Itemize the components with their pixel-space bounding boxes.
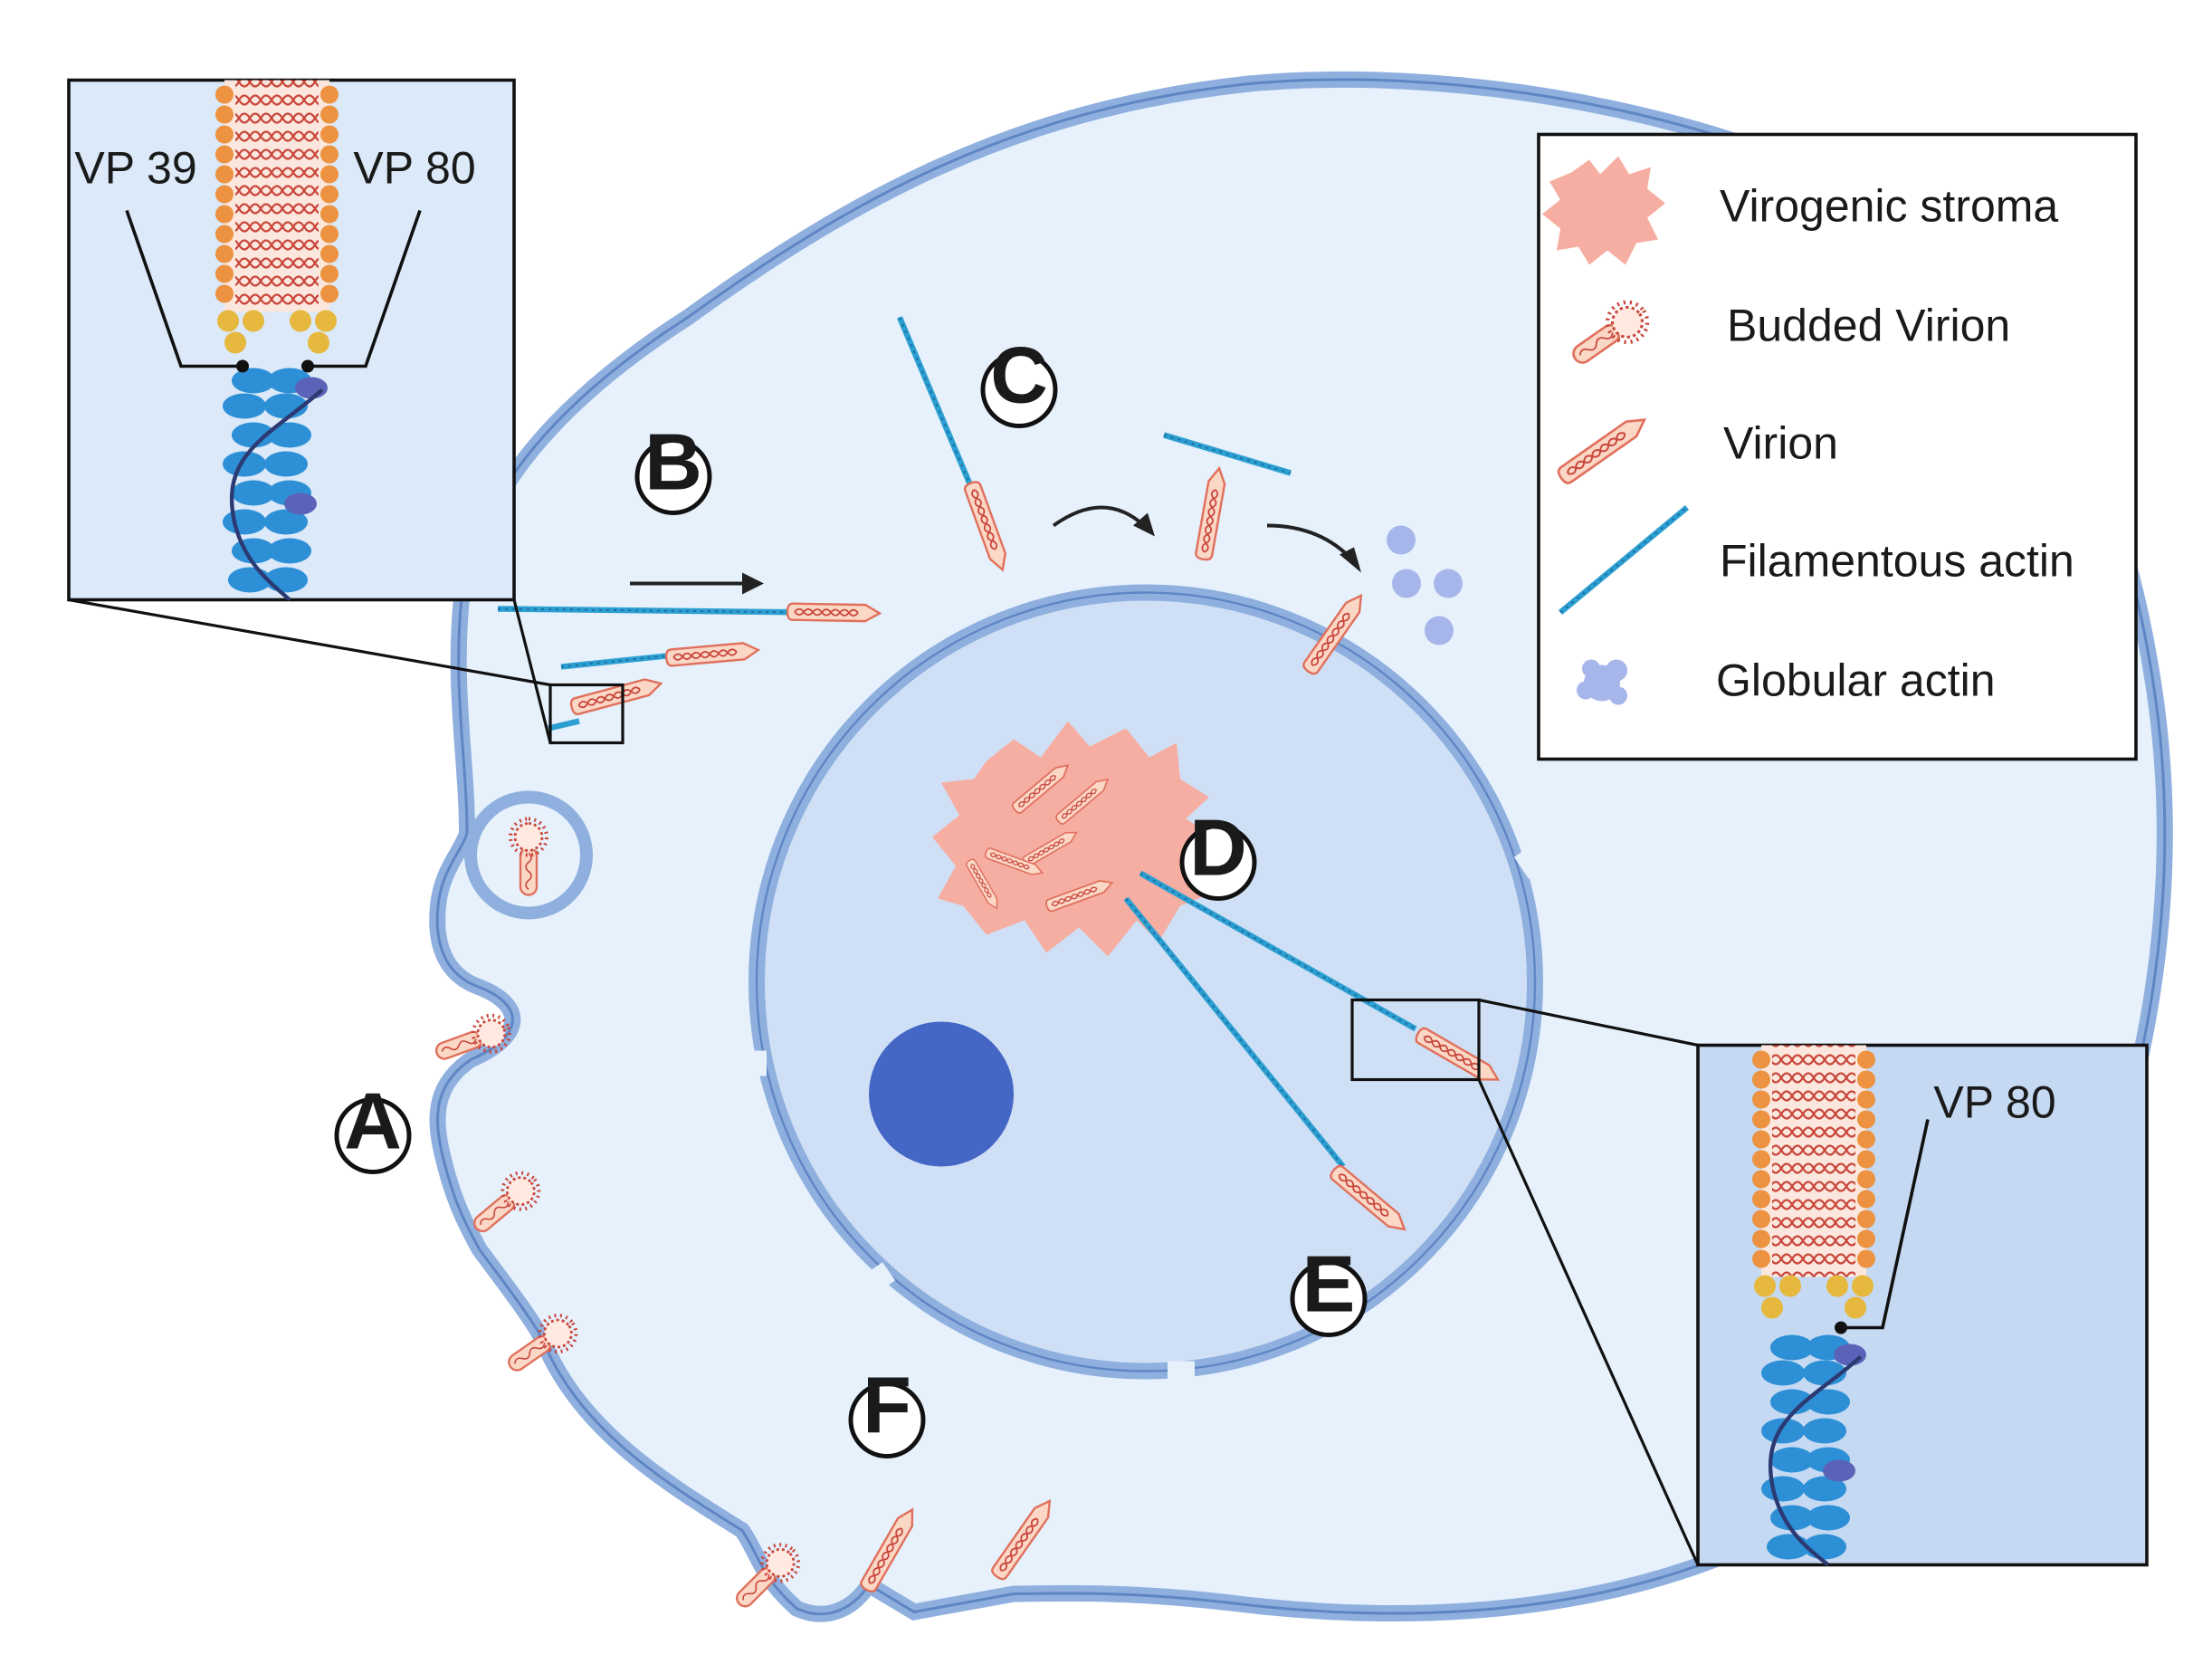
step-b-label: B <box>644 417 702 507</box>
legend-label-virion: Virion <box>1723 418 1838 469</box>
step-d: D <box>1179 803 1257 901</box>
inset-br-virion-body <box>1752 1045 1875 1319</box>
filamentous-actin-icon <box>1558 505 1690 615</box>
inset-tl-virion-body <box>215 80 338 354</box>
zoom-leaders <box>68 598 1700 1566</box>
vp80-label-top: VP 80 <box>353 143 475 194</box>
legend-label-filamentous-actin: Filamentous actin <box>1720 536 2074 587</box>
nucleus-edge <box>755 591 1537 1372</box>
inset-tl-actin <box>223 368 328 602</box>
inset-br-pointer <box>1841 1119 1930 1330</box>
arrowheads <box>742 512 1361 595</box>
legend-label-budded-virion: Budded Virion <box>1727 301 2010 351</box>
nucleolus <box>869 1021 1014 1167</box>
legend-label-globular-actin: Globular actin <box>1716 655 1996 706</box>
step-a-label: A <box>344 1076 402 1166</box>
virogenic-stroma-icon <box>1542 156 1665 265</box>
step-d-label: D <box>1189 803 1247 893</box>
step-f-label: F <box>863 1361 911 1450</box>
globular-actin <box>1387 525 1463 646</box>
globular-actin-icon <box>1577 659 1627 705</box>
vp39-label: VP 39 <box>74 143 196 194</box>
legend-label-virogenic-stroma: Virogenic stroma <box>1720 181 2058 232</box>
nucleus <box>748 584 1543 1380</box>
vp80-label-bottom: VP 80 <box>1933 1077 2055 1128</box>
inset-top-left: VP 39 VP 80 <box>67 78 516 602</box>
step-e: E <box>1290 1239 1368 1337</box>
virogenic-stroma <box>932 721 1216 957</box>
step-b: B <box>634 417 712 515</box>
step-e-label: E <box>1302 1239 1356 1329</box>
step-c: C <box>980 330 1058 428</box>
step-a: A <box>334 1076 412 1174</box>
inset-br-actin <box>1761 1334 1866 1567</box>
inset-bottom-right: VP 80 <box>1696 1043 2149 1567</box>
step-f: F <box>848 1361 926 1458</box>
inset-tl-pointers <box>125 209 422 373</box>
legend: Virogenic stroma Budded Virion Virion Fi… <box>1537 132 2138 761</box>
step-c-label: C <box>990 330 1048 420</box>
actin-stripes <box>497 317 1416 1168</box>
